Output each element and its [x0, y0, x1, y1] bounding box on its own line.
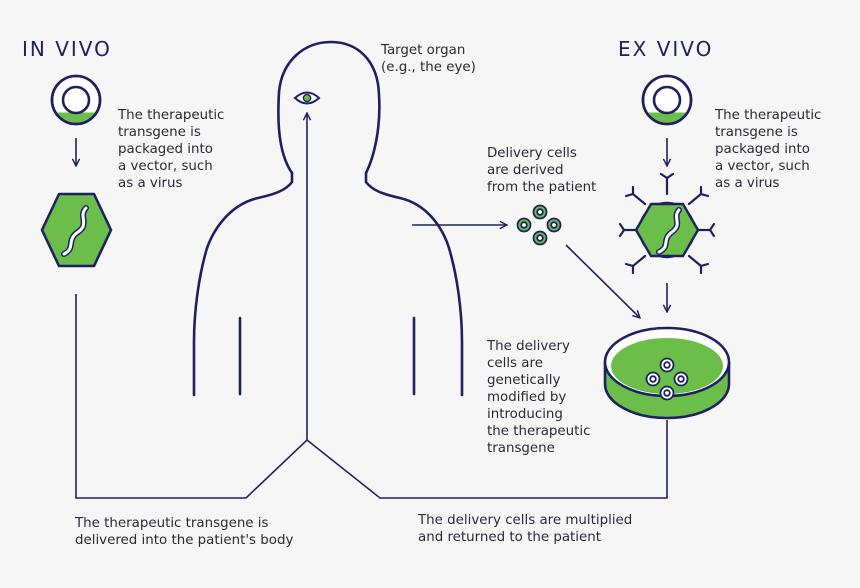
label-line: as a virus — [118, 176, 183, 191]
delivery-route-lines — [75, 294, 668, 499]
label-line: The delivery cells are multiplied — [418, 513, 633, 528]
virus-with-spikes-icon — [618, 172, 716, 275]
label-line: Target organ — [381, 43, 466, 58]
label-line: The therapeutic — [715, 108, 822, 123]
label-line: from the patient — [487, 180, 597, 195]
label-line: transgene is — [118, 125, 201, 140]
label-line: packaged into — [715, 142, 810, 157]
in-vivo-heading: IN VIVO — [22, 37, 112, 61]
label-line: a vector, such — [118, 159, 213, 174]
ex-vivo-heading: EX VIVO — [618, 37, 714, 61]
label-line: introducing — [487, 407, 563, 422]
label-line: are derived — [487, 163, 564, 178]
arrow-delivery-cells-to-dish — [565, 244, 640, 318]
virus-hexagon-icon — [40, 192, 113, 268]
cell-icon — [641, 74, 693, 126]
cell-icon — [50, 74, 102, 126]
label-line: transgene is — [715, 125, 798, 140]
label-line: genetically — [487, 373, 561, 388]
patient-body-icon — [192, 40, 464, 397]
target-organ-label: Target organ (e.g., the eye) — [381, 42, 476, 76]
petri-dish-icon — [603, 326, 731, 420]
delivered-label: The therapeutic transgene is delivered i… — [75, 515, 293, 549]
label-line: a vector, such — [715, 159, 810, 174]
modification-label: The delivery cells are genetically modif… — [487, 338, 590, 457]
label-line: The delivery — [487, 339, 570, 354]
label-line: the therapeutic — [487, 424, 591, 439]
label-line: Delivery cells — [487, 146, 577, 161]
label-line: and returned to the patient — [418, 530, 601, 545]
label-line: packaged into — [118, 142, 213, 157]
label-line: The therapeutic — [118, 108, 225, 123]
delivery-cells-label: Delivery cells are derived from the pati… — [487, 145, 596, 196]
returned-label: The delivery cells are multiplied and re… — [418, 512, 632, 546]
label-line: modified by — [487, 390, 567, 405]
delivery-cells-icon — [516, 204, 562, 246]
eye-icon — [293, 91, 321, 105]
label-line: delivered into the patient's body — [75, 533, 294, 548]
label-line: transgene — [487, 441, 555, 456]
label-line: (e.g., the eye) — [381, 60, 476, 75]
label-line: as a virus — [715, 176, 780, 191]
label-line: cells are — [487, 356, 543, 371]
in-vivo-vector-label: The therapeutic transgene is packaged in… — [118, 107, 224, 192]
ex-vivo-vector-label: The therapeutic transgene is packaged in… — [715, 107, 821, 192]
label-line: The therapeutic transgene is — [75, 516, 269, 531]
